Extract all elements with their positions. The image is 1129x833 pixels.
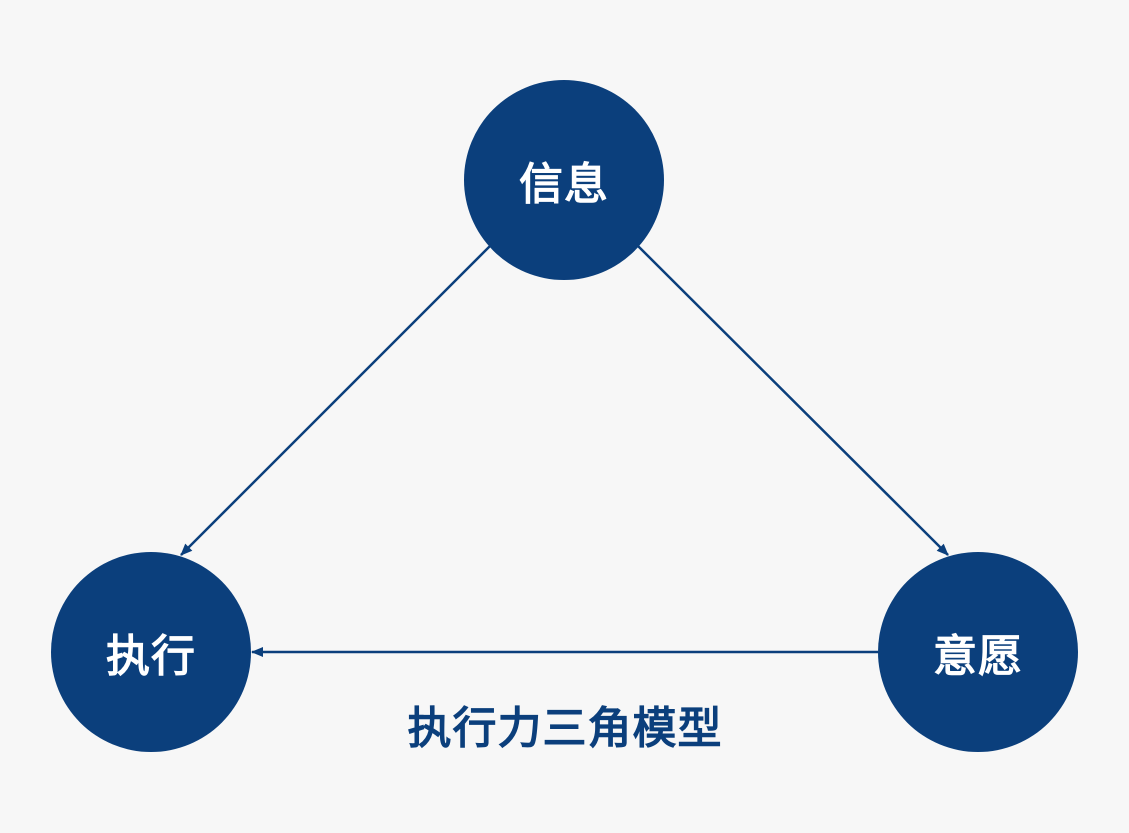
node-execute: 执行: [51, 552, 251, 752]
node-execute-label: 执行: [106, 631, 196, 682]
arrow-info-to-execute: [180, 245, 491, 556]
node-info: 信息: [464, 80, 664, 280]
arrow-info-to-willingness: [637, 245, 949, 556]
node-willingness-label: 意愿: [933, 631, 1023, 682]
node-willingness: 意愿: [878, 552, 1078, 752]
diagram-caption: 执行力三角模型: [407, 703, 723, 754]
node-info-label: 信息: [519, 159, 609, 210]
